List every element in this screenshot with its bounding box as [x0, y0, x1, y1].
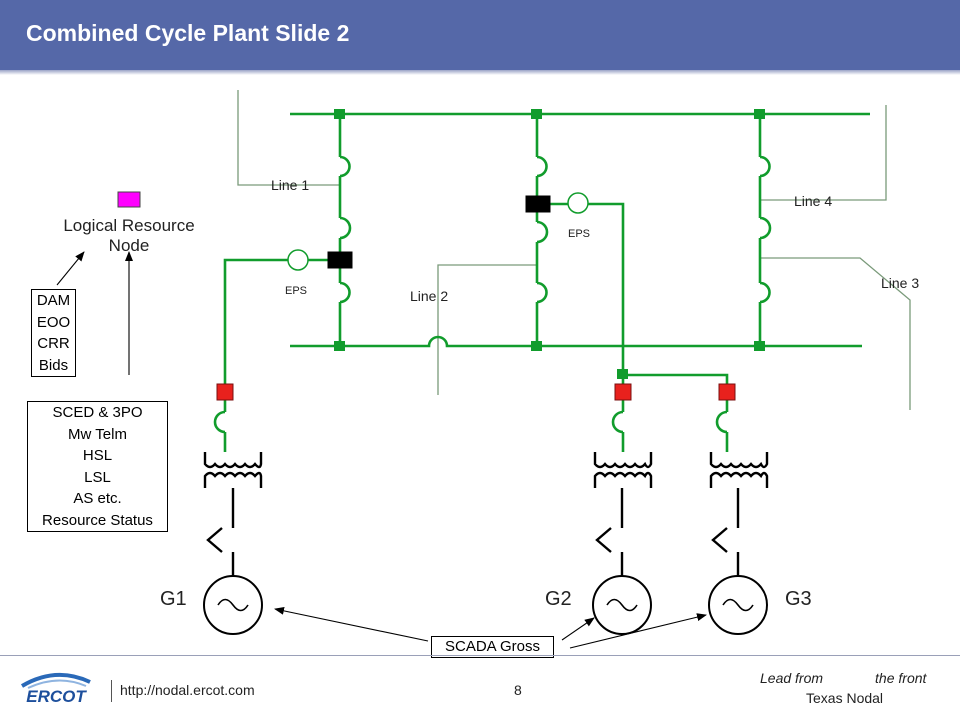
line-2-path [437, 264, 537, 395]
tagline: Lead from the front [760, 670, 926, 686]
breaker-red-g1 [216, 383, 234, 401]
g1-label: G1 [160, 588, 187, 610]
breaker-black-2 [525, 195, 551, 213]
market-item: CRR [37, 335, 70, 352]
scada-gross-label: SCADA Gross [444, 638, 541, 655]
g1-connection [223, 258, 288, 392]
line-1-label: Line 1 [271, 177, 309, 193]
line-2-label: Line 2 [410, 288, 448, 304]
telemetry-box: SCED & 3PO Mw Telm HSL LSL AS etc. Resou… [27, 401, 168, 532]
g3-label: G3 [785, 588, 812, 610]
telemetry-item: Resource Status [42, 511, 153, 529]
eps-meter-1 [287, 249, 309, 271]
market-item: DAM [36, 292, 71, 309]
logo-text: ERCOT [26, 687, 87, 706]
eps-meter-2 [567, 192, 589, 214]
g3-connection [623, 373, 729, 392]
page-number: 8 [514, 682, 522, 698]
market-item: EOO [36, 313, 71, 331]
tagline-texas-nodal: Texas Nodal [806, 690, 884, 706]
logical-resource-node-marker [117, 191, 141, 208]
tagline-part2: the front [875, 670, 927, 686]
tagline-part1: Lead from [760, 670, 824, 686]
market-item: Bids [38, 356, 69, 374]
telemetry-item: Mw Telm [68, 425, 127, 443]
line-4-label: Line 4 [794, 193, 832, 209]
telemetry-item: SCED & 3PO [52, 404, 143, 421]
generator-g2 [592, 575, 652, 635]
generator-g3 [708, 575, 768, 635]
breaker-red-g2 [614, 383, 632, 401]
bottom-bus [290, 335, 862, 348]
breaker-red-g3 [718, 383, 736, 401]
line-3-path [760, 257, 911, 410]
transmission-lines [237, 90, 911, 410]
telemetry-item: LSL [84, 468, 111, 486]
arrows [56, 251, 707, 649]
footer-separator [111, 680, 112, 702]
g2-label: G2 [545, 588, 572, 610]
g2-connection [588, 202, 625, 392]
slide-title: Combined Cycle Plant Slide 2 [26, 20, 350, 46]
breaker-black-1 [327, 251, 353, 269]
line-1-path [237, 90, 340, 186]
footer-divider [0, 655, 960, 656]
market-box: DAM EOO CRR Bids [31, 289, 76, 377]
line-3-label: Line 3 [881, 275, 919, 291]
ercot-logo: ERCOT [20, 672, 91, 706]
slide-header: Combined Cycle Plant Slide 2 [0, 0, 960, 70]
eps-label-2: EPS [568, 228, 590, 240]
footer-url[interactable]: http://nodal.ercot.com [120, 682, 255, 698]
logical-resource-node-label-line2: Node [109, 236, 150, 255]
scada-gross-box: SCADA Gross [431, 636, 554, 658]
line-4-path [760, 105, 887, 201]
logical-resource-node-label-line1: Logical Resource [63, 216, 194, 235]
bus-nodes [334, 109, 765, 379]
green-bus [213, 112, 870, 452]
header-shadow [0, 70, 960, 75]
transformers [203, 452, 769, 590]
telemetry-item: HSL [82, 447, 113, 464]
eps-label-1: EPS [285, 285, 307, 297]
telemetry-item: AS etc. [73, 490, 122, 507]
generator-g1 [203, 575, 263, 635]
